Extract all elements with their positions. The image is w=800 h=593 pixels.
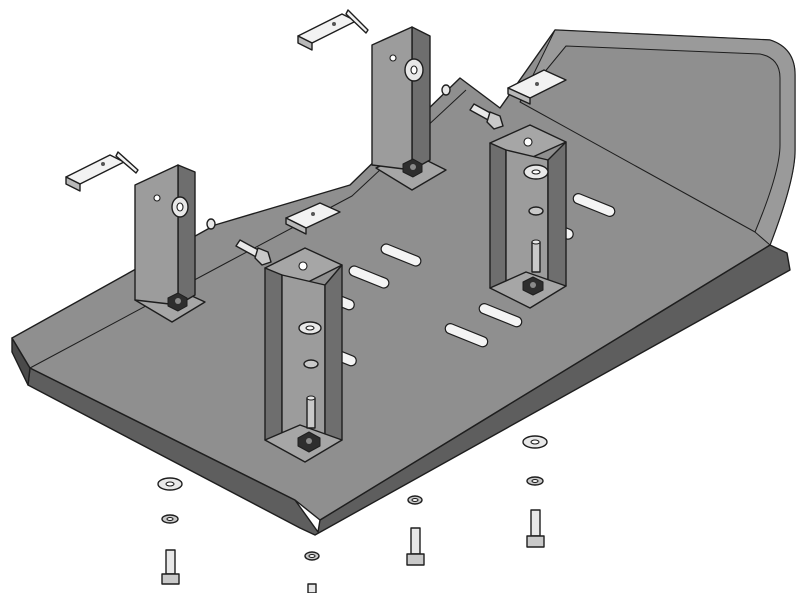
clip-tab (115, 151, 139, 174)
slot (478, 303, 523, 328)
small-washer (441, 84, 451, 96)
bolt-shank (530, 509, 541, 537)
clip-floating-right (297, 9, 369, 51)
slot (380, 243, 422, 267)
bracket-hole (153, 194, 161, 202)
bolt-head (254, 247, 272, 266)
hardware-stack-4 (522, 435, 548, 548)
slot (348, 265, 390, 289)
bolt-top (307, 583, 317, 593)
bolt-head (406, 553, 425, 566)
stud (531, 241, 541, 273)
stud-tip (306, 395, 316, 401)
nut-plate-edge (507, 87, 531, 105)
channel-side-left (489, 142, 507, 295)
bolt-head (161, 573, 180, 585)
slot (572, 193, 616, 217)
stud-tip (531, 239, 541, 245)
clip-edge (65, 176, 81, 192)
lock-washer-hole (308, 553, 316, 559)
clip-hole (101, 162, 105, 166)
nut-plate-hole (535, 82, 539, 86)
flat-washer-hole (165, 481, 175, 487)
nut-hole (306, 438, 312, 444)
clip-top (297, 13, 357, 44)
bracket-rear-left (134, 164, 206, 323)
bracket-rear-center (371, 26, 447, 191)
bracket-upright (371, 26, 413, 171)
lock-washer (528, 206, 544, 216)
lock-washer-hole (411, 497, 419, 503)
channel-top-hole (298, 261, 308, 271)
nut-hole (175, 298, 181, 304)
nut-plate-hole (311, 212, 315, 216)
hardware-stack-2 (304, 551, 320, 593)
bracket-hole (389, 54, 397, 62)
bolt-shank (410, 527, 421, 555)
clip-top (65, 154, 125, 185)
bracket-side (177, 164, 196, 306)
nut-hole (530, 282, 536, 288)
bolt-head (486, 111, 504, 130)
bracket-side (411, 26, 431, 171)
channel-side-right (547, 141, 567, 293)
bolt-shank (165, 549, 176, 575)
nut-plate-edge (285, 217, 307, 235)
channel-side-right (324, 264, 343, 449)
skid-plate (11, 29, 796, 536)
small-washer (206, 218, 216, 230)
washer-hole (531, 169, 541, 175)
lock-washer-hole (166, 516, 174, 522)
plate-fold-line-right (519, 101, 756, 233)
lock-washer (303, 359, 319, 369)
nut-plate-rear (507, 69, 567, 105)
slot (444, 323, 489, 348)
clip-edge (297, 35, 313, 51)
bracket-right-channel (489, 124, 567, 309)
bolt-horizontal-left (235, 239, 272, 266)
bolt-horizontal-right (469, 103, 504, 130)
channel-web (281, 274, 326, 449)
washer-hole (410, 65, 418, 75)
hardware-stack-1 (157, 477, 183, 585)
washer-hole (176, 202, 184, 212)
bracket-front-channel (264, 247, 343, 463)
bracket-upright (134, 164, 179, 306)
bolt-head (526, 535, 545, 548)
channel-side-left (264, 267, 283, 449)
clip-hole (332, 22, 336, 26)
hardware-stack-3 (406, 495, 425, 566)
clip-floating-left (65, 151, 139, 192)
washer-hole (305, 325, 315, 331)
clip-tab (345, 9, 369, 34)
nut-plate-center (285, 202, 341, 235)
channel-top-hole (523, 137, 533, 147)
flat-washer-hole (530, 439, 540, 445)
stud (306, 397, 316, 429)
lock-washer-hole (531, 478, 539, 484)
nut-hole (410, 164, 416, 170)
